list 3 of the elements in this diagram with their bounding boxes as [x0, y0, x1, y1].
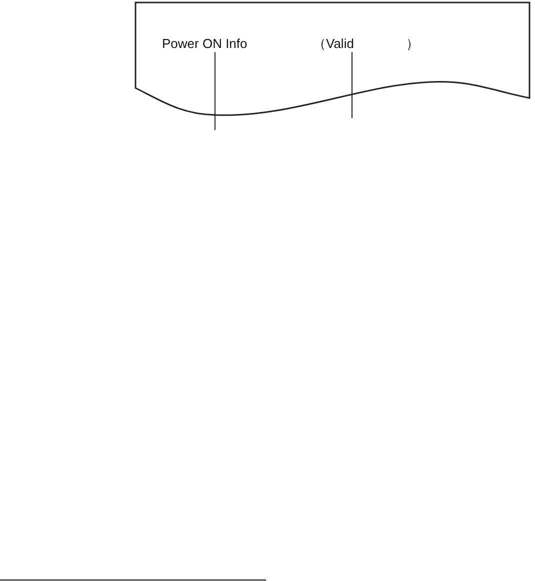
label-text: Power ON Info	[162, 36, 248, 51]
leader-line	[214, 52, 216, 130]
label-text: （Valid ）	[313, 36, 419, 51]
